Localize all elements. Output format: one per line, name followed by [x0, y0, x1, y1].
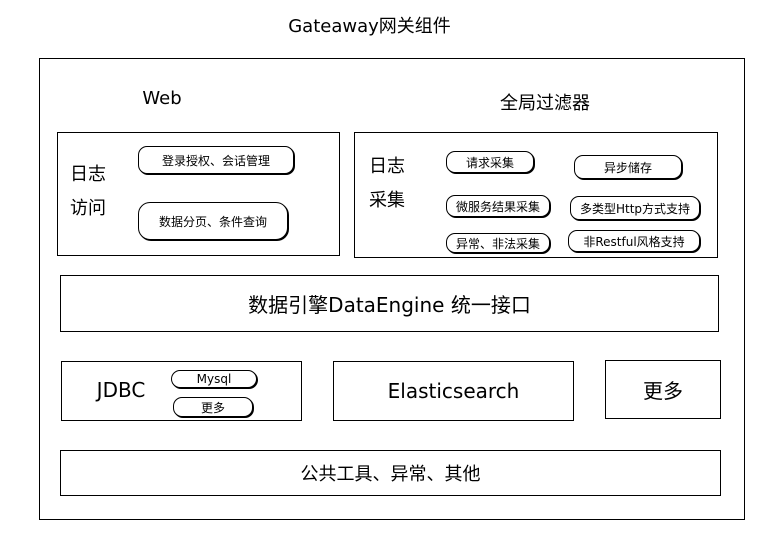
log-collect-label: 日志 采集 [369, 150, 429, 220]
auth-session-item: 登录授权、会话管理 [138, 146, 294, 174]
log-collect-line-1: 日志 [369, 156, 405, 177]
microservice-result-item: 微服务结果采集 [446, 195, 550, 217]
jdbc-more-item: 更多 [173, 397, 253, 417]
common-tools-box: 公共工具、异常、其他 [60, 450, 721, 496]
async-storage-item: 异步储存 [574, 155, 682, 179]
elasticsearch-box: Elasticsearch [333, 361, 574, 421]
data-engine-box: 数据引擎DataEngine 统一接口 [60, 275, 719, 332]
http-types-item: 多类型Http方式支持 [570, 196, 700, 220]
jdbc-label: JDBC [96, 378, 146, 402]
non-restful-item: 非Restful风格支持 [568, 230, 700, 252]
web-heading: Web [142, 87, 182, 109]
diagram-title: Gateaway网关组件 [288, 16, 451, 37]
mysql-item: Mysql [171, 370, 257, 388]
log-access-line-1: 日志 [70, 164, 106, 185]
request-collect-item: 请求采集 [446, 151, 534, 173]
exception-collect-item: 异常、非法采集 [446, 233, 550, 253]
log-collect-line-2: 采集 [369, 190, 405, 211]
log-access-label: 日志 访问 [70, 158, 130, 228]
filters-heading: 全局过滤器 [500, 93, 590, 114]
log-access-line-2: 访问 [70, 198, 106, 219]
more-storage-box: 更多 [605, 360, 721, 419]
paging-query-item: 数据分页、条件查询 [138, 202, 288, 240]
